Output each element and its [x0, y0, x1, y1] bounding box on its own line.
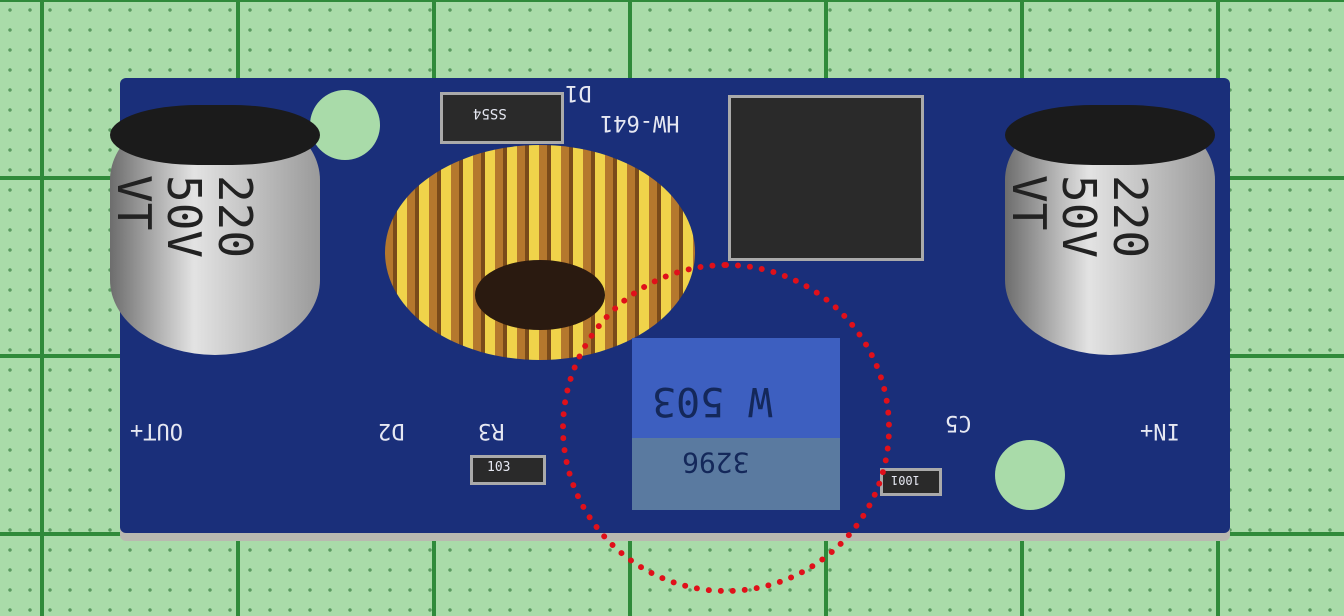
mount-hole — [310, 90, 380, 160]
in-plus-label: IN+ — [1140, 418, 1180, 443]
capacitor-output: 220 50V VT — [107, 105, 320, 355]
d2-label: D2 — [378, 418, 405, 443]
r3-label: R3 — [478, 418, 505, 443]
resistor-r3: 103 — [470, 455, 546, 485]
model-label: HW-641 — [600, 110, 680, 135]
out-plus-label: OUT+ — [130, 418, 183, 443]
c5-label: C5 — [945, 410, 972, 435]
diode-d1: SS54 — [440, 92, 564, 144]
d1-label: D1 — [565, 80, 592, 105]
highlight-circle — [560, 262, 892, 594]
mount-hole — [995, 440, 1065, 510]
regulator-ic — [728, 95, 924, 261]
resistor-1001: 1001 — [880, 468, 942, 496]
capacitor-input: 220 50V VT — [1002, 105, 1215, 355]
